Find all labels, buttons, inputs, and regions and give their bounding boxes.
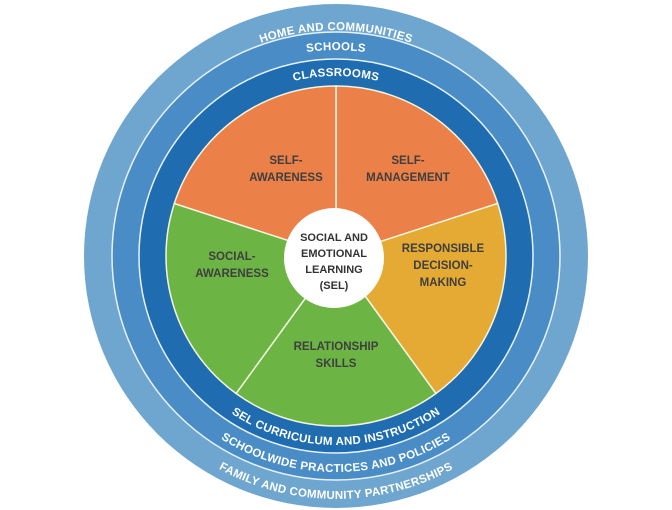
segment-label-line: RESPONSIBLE <box>402 243 485 255</box>
segment-label-relationship-skills: RELATIONSHIP SKILLS <box>294 341 379 370</box>
segment-label-line: SKILLS <box>316 358 357 370</box>
center-label-line: EMOTIONAL <box>301 248 367 260</box>
segment-label-line: RELATIONSHIP <box>294 341 379 353</box>
segment-label-line: SELF- <box>269 155 302 167</box>
segment-label-line: DECISION- <box>413 260 473 272</box>
segment-label-line: SELF- <box>391 155 424 167</box>
center-label-text: SOCIAL AND EMOTIONAL LEARNING (SEL) <box>300 232 368 292</box>
segment-label-self-awareness: SELF- AWARENESS <box>249 155 323 184</box>
center-label-line: SOCIAL AND <box>300 232 368 244</box>
segment-label-line: AWARENESS <box>249 172 323 184</box>
svg-text:SCHOOLS: SCHOOLS <box>306 41 367 55</box>
segment-label-line: AWARENESS <box>195 268 269 280</box>
segment-label-line: SOCIAL- <box>208 251 255 263</box>
segment-label-line: MAKING <box>420 277 467 289</box>
center-label-line: LEARNING <box>305 264 362 276</box>
segment-label-responsible-decision-making: RESPONSIBLE DECISION- MAKING <box>402 243 485 289</box>
segment-self-management <box>335 85 499 258</box>
segment-label-line: MANAGEMENT <box>366 172 450 184</box>
segment-label-self-management: SELF- MANAGEMENT <box>366 155 450 184</box>
center-circle <box>284 208 384 308</box>
center-label-line: (SEL) <box>320 280 349 292</box>
segment-label-social-awareness: SOCIAL- AWARENESS <box>195 251 269 280</box>
center-label: SOCIAL AND EMOTIONAL LEARNING (SEL) <box>300 232 368 292</box>
ring-label-schools: SCHOOLS <box>306 41 367 55</box>
ring-label-classrooms: CLASSROOMS <box>292 67 380 84</box>
segment-relationship-skills <box>235 254 437 427</box>
segment-self-awareness <box>173 85 337 258</box>
svg-text:CLASSROOMS: CLASSROOMS <box>292 67 380 84</box>
